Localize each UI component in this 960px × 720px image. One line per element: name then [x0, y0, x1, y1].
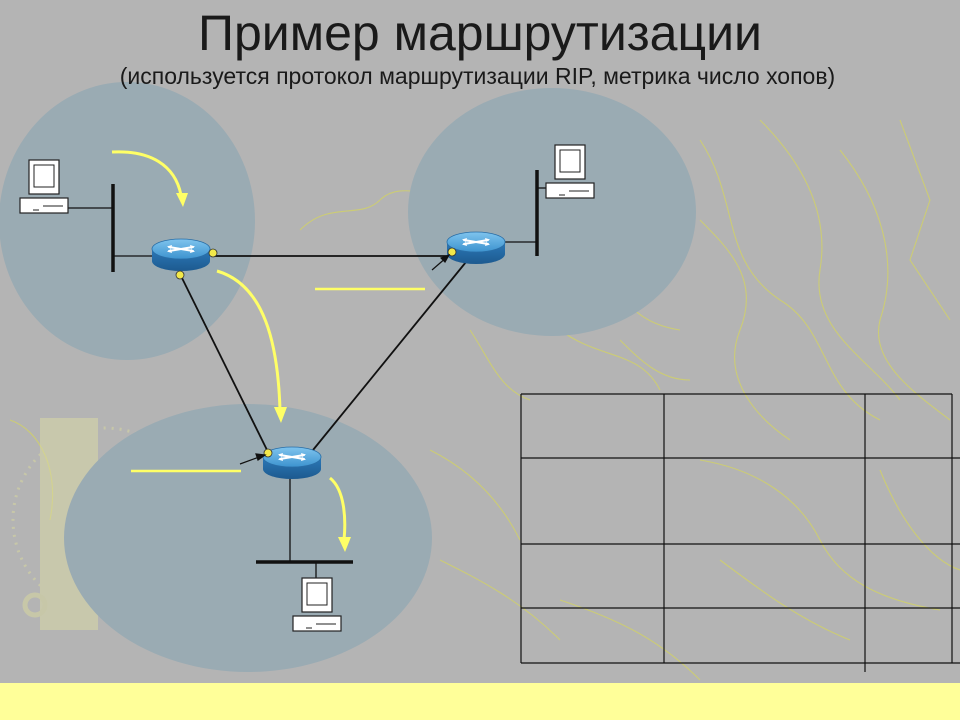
router-right-icon — [446, 231, 506, 265]
flow-arrow-1 — [111, 150, 183, 196]
interface-dot-bottom-west — [263, 448, 273, 458]
interface-dot-left-south — [175, 270, 185, 280]
background-contour-lines — [9, 119, 960, 681]
network-area-right — [408, 88, 696, 336]
routing-table — [520, 393, 960, 672]
flow-arrow-2 — [216, 269, 282, 411]
slide-subtitle: (используется протокол маршрутизации RIP… — [119, 63, 836, 89]
link-right-bottom — [312, 261, 467, 451]
network-area-left — [0, 82, 255, 360]
network-area-bottom — [64, 404, 432, 672]
router-left-icon — [151, 238, 211, 272]
link-left-bottom — [180, 275, 269, 453]
interface-dot-left-east — [208, 248, 218, 258]
slide-title: Пример маршрутизации — [198, 5, 762, 61]
flow-arrow-3 — [328, 476, 347, 541]
bottom-bar — [0, 683, 960, 720]
